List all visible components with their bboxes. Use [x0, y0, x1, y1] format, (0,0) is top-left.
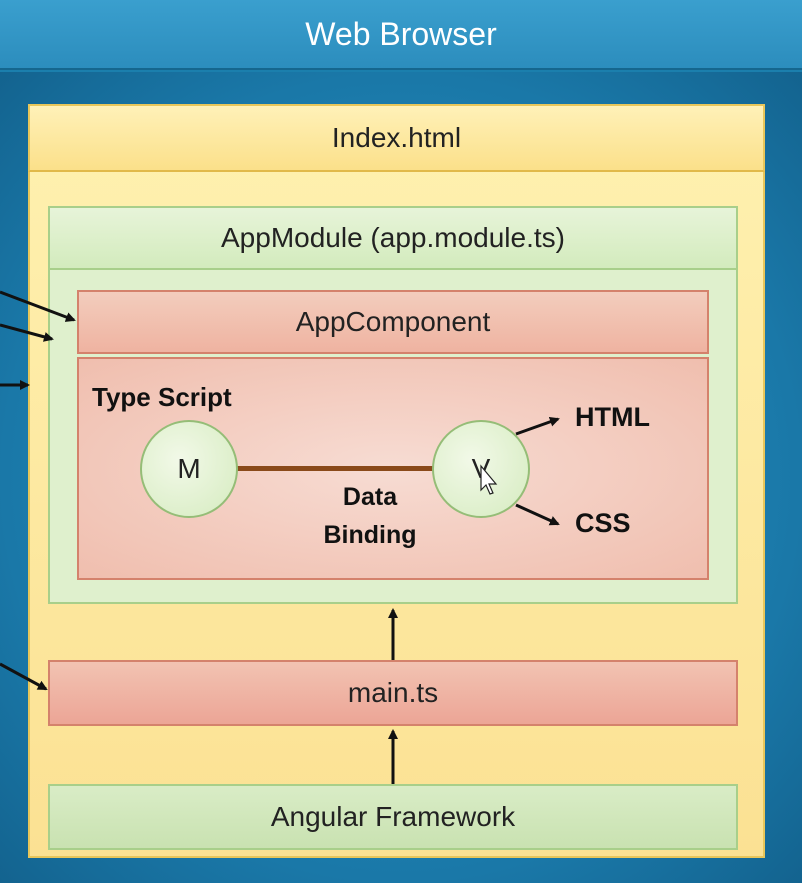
view-to-html-arrow: [515, 416, 560, 436]
app-component-header: AppComponent: [77, 290, 709, 354]
incoming-arrow-1: [0, 290, 76, 322]
app-module-header: AppModule (app.module.ts): [48, 206, 738, 270]
data-binding-connector: [237, 466, 434, 471]
model-node: M: [140, 420, 238, 518]
angular-framework-title: Angular Framework: [270, 801, 516, 832]
data-binding-label-line1: Data: [342, 483, 398, 511]
angular-framework-box: Angular Framework: [48, 784, 738, 850]
view-node: V: [432, 420, 530, 518]
browser-title: Web Browser: [305, 15, 497, 52]
incoming-arrow-4: [0, 662, 48, 691]
incoming-arrow-2: [0, 323, 54, 342]
typescript-label: Type Script: [92, 382, 232, 412]
mouse-cursor-icon: [480, 464, 498, 495]
css-output-label: CSS: [575, 508, 631, 538]
html-output-label: HTML: [575, 402, 650, 432]
index-html-header: Index.html: [28, 104, 765, 172]
app-component-title: AppComponent: [295, 306, 491, 337]
main-ts-box: main.ts: [48, 660, 738, 726]
browser-title-bar: Web Browser: [0, 0, 802, 70]
data-binding-label: Data Binding: [300, 478, 440, 554]
view-to-css-arrow: [515, 503, 560, 526]
main-ts-title: main.ts: [347, 677, 439, 708]
model-label: M: [177, 453, 201, 484]
data-binding-label-line2: Binding: [323, 521, 417, 549]
index-html-title: Index.html: [331, 122, 462, 153]
app-module-title: AppModule (app.module.ts): [221, 222, 565, 253]
